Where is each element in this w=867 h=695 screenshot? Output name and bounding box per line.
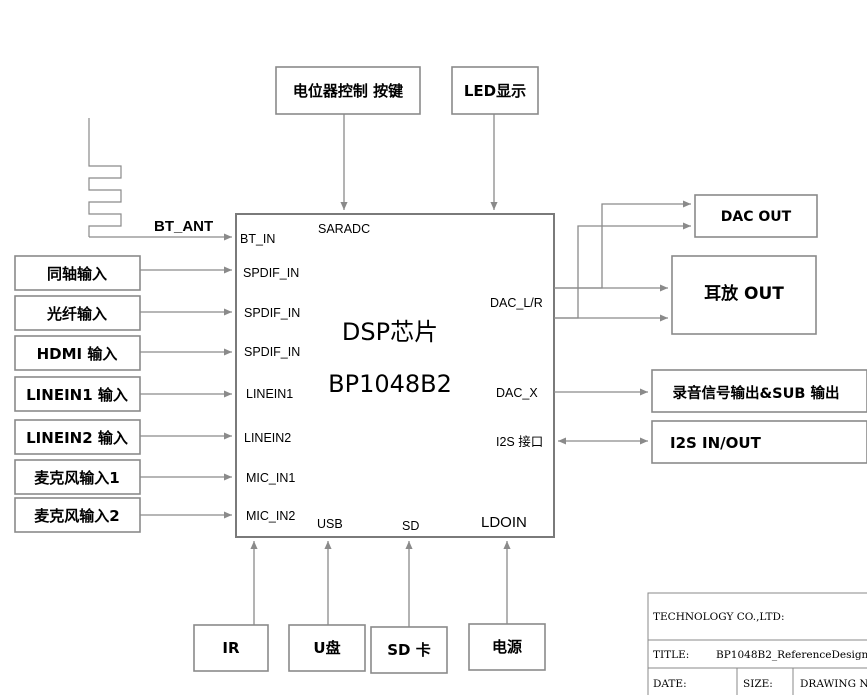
pin-bt-in: BT_IN [240, 232, 275, 246]
dac-out-label: DAC OUT [721, 209, 792, 225]
sdcard-label: SD 卡 [387, 641, 430, 659]
input-label: 麦克风输入2 [34, 507, 119, 525]
i2s-block: I2S IN/OUT [651, 420, 867, 464]
pin-saradc: SARADC [318, 222, 370, 236]
ir-block: IR [193, 624, 269, 672]
record-sub-label: 录音信号输出&SUB 输出 [673, 384, 840, 402]
input-optical: 光纤输入 SPDIF_IN [14, 295, 300, 331]
company-label: TECHNOLOGY CO.,LTD: [653, 611, 785, 623]
udisk-label: U盘 [313, 639, 340, 657]
headphone-block: 耳放 OUT [671, 255, 817, 335]
antenna-icon [88, 118, 122, 237]
input-hdmi: HDMI 输入 SPDIF_IN [14, 335, 300, 371]
pin-spdif-in: SPDIF_IN [244, 345, 300, 359]
pin-mic-in1: MIC_IN1 [246, 471, 295, 485]
pin-mic-in2: MIC_IN2 [246, 509, 295, 523]
input-coax: 同轴输入 SPDIF_IN [14, 255, 299, 291]
input-label: 麦克风输入1 [34, 469, 119, 487]
pin-dac-x: DAC_X [496, 386, 538, 400]
pin-spdif-in: SPDIF_IN [244, 306, 300, 320]
input-label: LINEIN1 输入 [26, 386, 128, 404]
pin-linein2: LINEIN2 [244, 431, 291, 445]
date-label: DATE: [653, 678, 687, 690]
title-value: BP1048B2_ReferenceDesign [716, 649, 867, 661]
title-block: TECHNOLOGY CO.,LTD: TITLE: BP1048B2_Refe… [647, 592, 867, 695]
chip-name: DSP芯片 [342, 318, 438, 346]
pin-ldoin: LDOIN [481, 514, 527, 531]
led-label: LED显示 [464, 82, 526, 100]
pin-i2s: I2S 接口 [496, 434, 543, 449]
record-sub-block: 录音信号输出&SUB 输出 [651, 369, 867, 413]
power-label: 电源 [492, 638, 522, 656]
i2s-label: I2S IN/OUT [670, 434, 762, 452]
drawing-no-label: DRAWING NO: [800, 678, 867, 690]
pin-sd: SD [402, 519, 419, 533]
ir-label: IR [222, 639, 240, 657]
dac-out-block: DAC OUT [694, 194, 818, 238]
pin-usb: USB [317, 517, 343, 531]
dsp-chip: DSP芯片 BP1048B2 BT_IN SARADC DAC_L/R DAC_… [235, 213, 555, 538]
input-label: LINEIN2 输入 [26, 429, 128, 447]
pot-keys-block: 电位器控制 按键 [275, 66, 421, 115]
pot-keys-label: 电位器控制 按键 [293, 82, 403, 100]
chip-part-number: BP1048B2 [328, 370, 452, 398]
headphone-label: 耳放 OUT [704, 283, 784, 304]
size-label: SIZE: [743, 678, 773, 690]
input-mic1: 麦克风输入1 MIC_IN1 [14, 459, 295, 495]
bt-ant-label: BT_ANT [154, 218, 213, 235]
power-block: 电源 [468, 623, 546, 671]
title-label: TITLE: [653, 649, 689, 661]
udisk-block: U盘 [288, 624, 366, 672]
input-label: HDMI 输入 [37, 345, 118, 363]
pin-spdif-in: SPDIF_IN [243, 266, 299, 280]
input-linein2: LINEIN2 输入 LINEIN2 [14, 419, 291, 455]
input-linein1: LINEIN1 输入 LINEIN1 [14, 376, 293, 412]
pin-dac-lr: DAC_L/R [490, 296, 543, 310]
dac-lr-wiring [554, 200, 691, 322]
led-block: LED显示 [451, 66, 539, 115]
input-mic2: 麦克风输入2 MIC_IN2 [14, 497, 295, 533]
sdcard-block: SD 卡 [370, 626, 448, 674]
input-label: 同轴输入 [47, 265, 107, 283]
pin-linein1: LINEIN1 [246, 387, 293, 401]
input-label: 光纤输入 [46, 305, 107, 323]
